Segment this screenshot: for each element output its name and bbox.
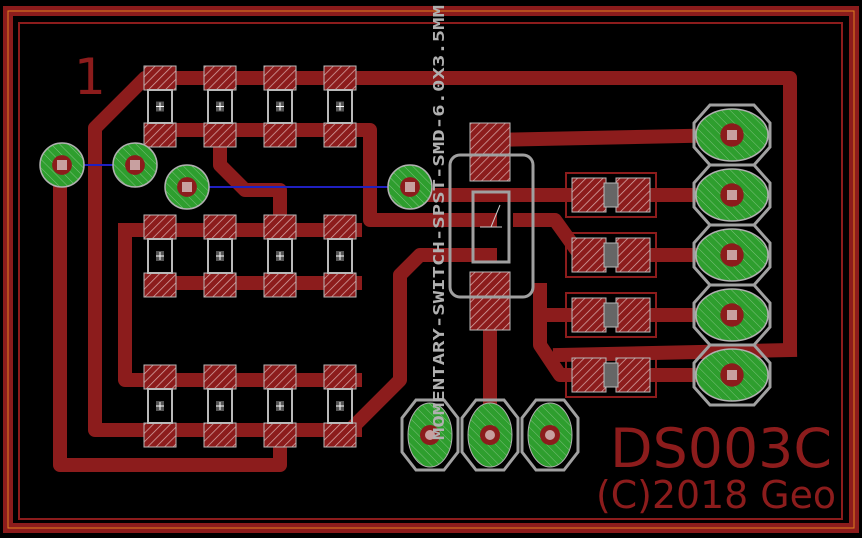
copyright-label: (C)2018 Geo	[596, 473, 836, 517]
led-footprint[interactable]	[323, 364, 357, 448]
led-footprint[interactable]	[143, 364, 177, 448]
trace-mid	[213, 138, 287, 237]
through-hole-pad[interactable]	[692, 343, 772, 407]
resistor-footprint[interactable]	[565, 172, 657, 218]
led-footprint[interactable]	[323, 65, 357, 148]
led-footprint[interactable]	[143, 214, 177, 298]
trace-sw-top	[482, 127, 740, 148]
led-footprint[interactable]	[323, 214, 357, 298]
led-footprint[interactable]	[263, 364, 297, 448]
inner-outline	[18, 22, 843, 520]
through-hole-pad[interactable]	[692, 283, 772, 347]
resistor-footprint[interactable]	[565, 292, 657, 338]
through-hole-pad[interactable]	[692, 103, 772, 167]
led-footprint[interactable]	[203, 214, 237, 298]
switch-pin-pad[interactable]	[520, 398, 580, 472]
trace-switch-diag	[345, 248, 497, 435]
through-hole-pad[interactable]	[692, 223, 772, 287]
switch-package-label: MOMENTARY-SWITCH-SPST-SMD-6.0X3.5MM	[430, 5, 448, 440]
led-footprint[interactable]	[263, 65, 297, 148]
through-hole-pads	[39, 103, 772, 472]
trace-r4b	[552, 342, 798, 363]
pin-one-label: 1	[74, 48, 106, 106]
led-footprint[interactable]	[203, 65, 237, 148]
through-hole-pad[interactable]	[387, 164, 433, 210]
through-hole-pad[interactable]	[39, 142, 85, 188]
through-hole-pad[interactable]	[112, 142, 158, 188]
board-name-label: DS003C	[610, 417, 832, 480]
resistor-footprint[interactable]	[565, 352, 657, 398]
dimension-line	[7, 10, 855, 529]
led-footprint[interactable]	[203, 364, 237, 448]
switch-pin-pad[interactable]	[460, 398, 520, 472]
switch-pin-pad[interactable]	[400, 398, 460, 472]
switch-footprint[interactable]	[448, 122, 535, 331]
through-hole-pad[interactable]	[164, 164, 210, 210]
led-footprint[interactable]	[143, 65, 177, 148]
trace-top-loop	[88, 71, 797, 437]
resistor-footprint[interactable]	[565, 232, 657, 278]
resistor-pads	[565, 172, 657, 398]
through-hole-pad[interactable]	[692, 163, 772, 227]
led-pads	[143, 65, 357, 448]
led-footprint[interactable]	[263, 214, 297, 298]
